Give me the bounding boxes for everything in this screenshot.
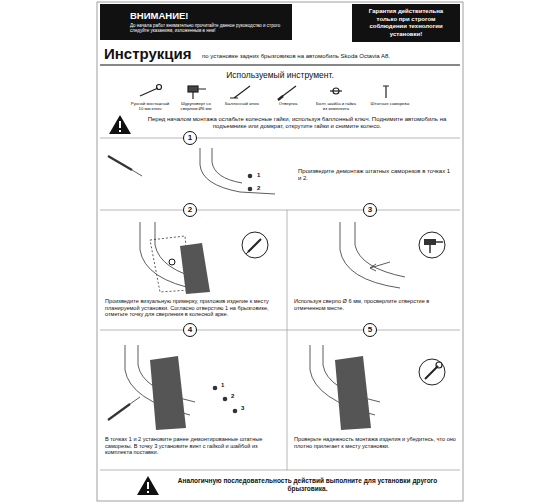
warning-heading: ВНИМАНИЕ! xyxy=(130,10,286,21)
step-number: 2 xyxy=(188,206,192,214)
callout-number: 3 xyxy=(241,405,249,412)
tool-label: Отвертка xyxy=(266,101,310,106)
step-number-circle: 5 xyxy=(363,323,377,337)
step-text: Произведите демонтаж штатных саморезов в… xyxy=(298,168,453,182)
guarantee-box: Гарантия действительна только при строго… xyxy=(352,4,460,42)
step-number: 5 xyxy=(368,326,372,334)
tool-label: Баллонный ключ xyxy=(220,101,264,106)
warning-text: До начала работ внимательно прочитайте д… xyxy=(130,23,286,34)
warning-text: Гарантия действительна только при строго… xyxy=(358,8,454,38)
warning-banner: ВНИМАНИЕ! До начала работ внимательно про… xyxy=(100,4,292,40)
tool-label: Шуруповерт со сверлом Ø6 мм xyxy=(174,101,218,111)
step-number: 3 xyxy=(368,206,372,214)
tool-label: Ручной монтажный 10 мм ключ xyxy=(128,101,172,111)
step-text: Проверьте надежность монтажа изделия и у… xyxy=(294,436,458,449)
step-text: Используя сверло Ø 6 мм, просверлите отв… xyxy=(294,298,458,311)
section-heading: Используемый инструмент. xyxy=(200,70,360,80)
callout-number: 1 xyxy=(257,172,265,179)
step-text: В точках 1 и 2 установите ранее демонтир… xyxy=(105,436,283,456)
step-number: 1 xyxy=(188,134,192,142)
step-number-circle: 2 xyxy=(183,203,197,217)
document-title: Инструкция xyxy=(104,45,192,63)
callout-number: 2 xyxy=(231,393,239,400)
footer-note: Аналогичную последовательность действий … xyxy=(165,477,450,493)
warning-note: Перед началом монтажа ослабьте колесные … xyxy=(138,116,456,130)
step-number-circle: 1 xyxy=(183,131,197,145)
step-text: Произведите визуальную примерку, приложи… xyxy=(105,298,283,318)
tool-label: Болт, шайба и гайка из комплекта xyxy=(314,101,358,111)
step-number-circle: 4 xyxy=(183,323,197,337)
callout-number: 1 xyxy=(221,382,229,389)
callout-number: 2 xyxy=(257,185,265,192)
step-number: 4 xyxy=(188,326,192,334)
step-number-circle: 3 xyxy=(363,203,377,217)
subtitle: по установке задних брызговиков на автом… xyxy=(202,53,460,60)
tool-label: Штатные саморезы xyxy=(368,101,412,106)
